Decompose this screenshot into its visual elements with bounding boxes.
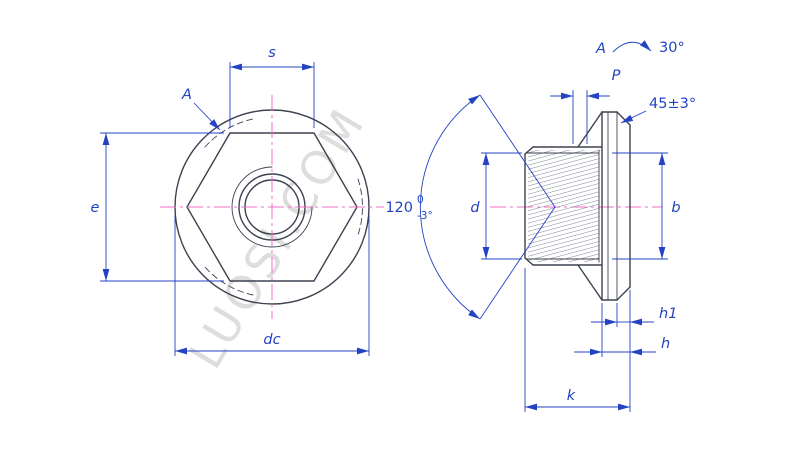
body-chamfer-bottom xyxy=(524,257,534,266)
cone-angle-upper-tol: 0 xyxy=(417,194,424,206)
dimensions-side: A 30° P 45±3° d b h1 h xyxy=(470,40,696,412)
flange-chamfer-bottom xyxy=(616,286,631,301)
thread-major-arc xyxy=(231,166,313,248)
thread-section-hatch xyxy=(528,150,599,262)
angle-leg-bottom xyxy=(479,206,556,320)
flange-chamfer-top xyxy=(616,111,631,126)
dim-label-p: P xyxy=(612,68,621,84)
flange-cone-bottom xyxy=(577,264,603,301)
section-rotation-arc xyxy=(612,40,652,53)
dimensions-front: s A e dc 120 0 -3° xyxy=(91,45,556,356)
dim-label-dc: dc xyxy=(263,332,280,348)
dim-label-h1: h1 xyxy=(659,306,677,322)
body-chamfer-top xyxy=(524,146,534,155)
section-label: A xyxy=(595,41,606,57)
cone-angle-value: 120 xyxy=(385,200,413,216)
section-angle-label: 30° xyxy=(659,40,685,56)
dim-label-k: k xyxy=(567,388,576,404)
hidden-chamfer-arc xyxy=(357,178,363,236)
side-view xyxy=(524,111,631,301)
angle-dim-arc xyxy=(419,94,481,320)
chamfer-angle-label: 45±3° xyxy=(649,96,696,112)
angle-leg-top xyxy=(479,94,556,208)
leader-datum-a xyxy=(193,102,221,131)
cone-angle-lower-tol: -3° xyxy=(417,210,433,222)
dim-label-h: h xyxy=(661,336,670,352)
dim-label-e: e xyxy=(91,200,100,216)
dim-label-b: b xyxy=(671,200,680,216)
hidden-chamfer-arc xyxy=(204,266,254,296)
dim-label-s: s xyxy=(268,45,276,61)
datum-label-a: A xyxy=(181,87,192,103)
hidden-chamfer-arc xyxy=(204,118,254,148)
dim-label-d: d xyxy=(470,200,480,216)
leader-chamfer-angle xyxy=(620,110,647,124)
flange-cone-top xyxy=(577,111,603,148)
